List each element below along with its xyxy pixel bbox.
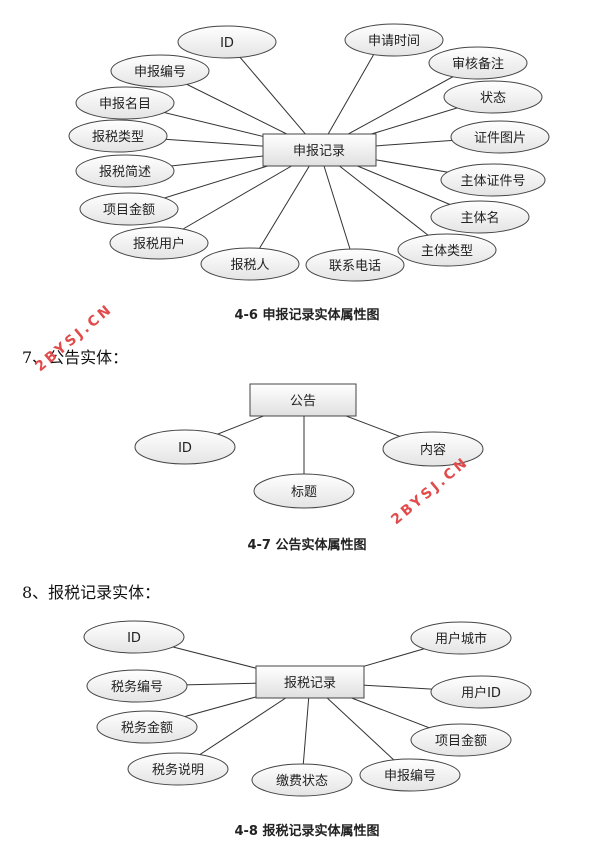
figure-caption: 4-6 申报记录实体属性图: [234, 307, 379, 323]
section-heading: 7、公告实体：: [22, 348, 128, 367]
attribute-label: 申报名目: [99, 96, 151, 112]
attribute-label: ID: [127, 631, 141, 646]
attribute-ellipse: 项目金额: [79, 192, 179, 226]
entity-box: 公告: [249, 383, 357, 417]
attribute-label: 联系电话: [329, 259, 381, 274]
attribute-label: 缴费状态: [276, 774, 328, 789]
attribute-ellipse: 联系电话: [305, 248, 405, 282]
attribute-ellipse: ID: [177, 25, 277, 59]
attribute-ellipse: ID: [134, 429, 236, 465]
attribute-label: 用户ID: [461, 685, 501, 701]
attribute-ellipse: 审核备注: [428, 46, 528, 80]
attribute-ellipse: 报税用户: [109, 226, 209, 260]
entity-box: 申报记录: [262, 133, 377, 167]
attribute-ellipse: 申请时间: [344, 23, 444, 57]
attribute-ellipse: 申报名目: [75, 86, 175, 120]
section-heading: 8、报税记录实体：: [22, 583, 160, 602]
attribute-label: 税务说明: [152, 762, 204, 778]
attribute-ellipse: 报税简述: [75, 154, 175, 188]
diagram-tax-record: ID 用户城市 税务编号 用户ID 税务金额 项目金额 税务说明 缴费状态 申报…: [83, 620, 532, 839]
attribute-label: 状态: [480, 91, 506, 106]
attribute-ellipse: 状态: [443, 80, 543, 114]
diagram-declaration-record: ID 申请时间 申报编号 审核备注 申报名目 状态 报税类型 证件图片 报税简述…: [68, 23, 550, 323]
attribute-ellipse: 申报编号: [110, 54, 210, 88]
entity-label: 公告: [290, 394, 316, 409]
attribute-ellipse: 用户城市: [410, 621, 512, 655]
entity-label: 申报记录: [293, 144, 345, 159]
attribute-label: 税务编号: [111, 679, 163, 695]
attribute-label: 申报编号: [134, 65, 186, 80]
diagram-announcement: ID 内容 标题 公告 4-7 公告实体属性图: [134, 383, 484, 553]
attribute-label: 主体类型: [421, 244, 473, 259]
entity-box: 报税记录: [255, 665, 365, 699]
attribute-label: ID: [220, 36, 234, 51]
attribute-ellipse: 税务金额: [96, 710, 198, 744]
attribute-ellipse: 内容: [382, 431, 484, 467]
attribute-ellipse: 税务编号: [86, 669, 188, 703]
attribute-ellipse: 项目金额: [410, 723, 512, 757]
attribute-ellipse: 标题: [253, 473, 355, 509]
attribute-ellipse: 税务说明: [127, 752, 229, 786]
figure-caption: 4-8 报税记录实体属性图: [234, 823, 379, 839]
attribute-ellipse: 主体类型: [397, 233, 497, 267]
attribute-label: 项目金额: [103, 202, 155, 218]
attribute-ellipse: 报税类型: [68, 119, 168, 153]
attribute-ellipse: 申报编号: [359, 758, 461, 792]
attribute-label: 内容: [420, 442, 446, 458]
attribute-ellipse: 缴费状态: [251, 763, 353, 797]
attribute-label: 申请时间: [368, 34, 420, 49]
attribute-label: 报税用户: [133, 236, 185, 252]
attribute-label: 证件图片: [474, 131, 526, 146]
attribute-label: 用户城市: [435, 631, 487, 647]
figure-caption: 4-7 公告实体属性图: [247, 537, 366, 553]
attribute-ellipse: 证件图片: [450, 120, 550, 154]
attribute-label: 申报编号: [384, 769, 436, 784]
attribute-label: 税务金额: [121, 720, 173, 736]
attribute-label: 项目金额: [435, 733, 487, 749]
attribute-label: 标题: [291, 485, 317, 500]
attribute-label: 审核备注: [452, 56, 504, 72]
attribute-label: ID: [178, 441, 192, 456]
attribute-label: 主体名: [460, 210, 499, 226]
attribute-ellipse: 用户ID: [430, 675, 532, 709]
attribute-ellipse: 主体名: [430, 200, 530, 234]
attribute-ellipse: 报税人: [200, 247, 300, 281]
attribute-ellipse: ID: [83, 620, 185, 654]
attribute-label: 报税简述: [99, 164, 151, 180]
attribute-label: 报税人: [230, 258, 269, 273]
attribute-label: 报税类型: [92, 130, 144, 145]
entity-label: 报税记录: [284, 676, 336, 691]
attribute-label: 主体证件号: [460, 174, 525, 189]
attribute-ellipse: 主体证件号: [440, 163, 546, 197]
